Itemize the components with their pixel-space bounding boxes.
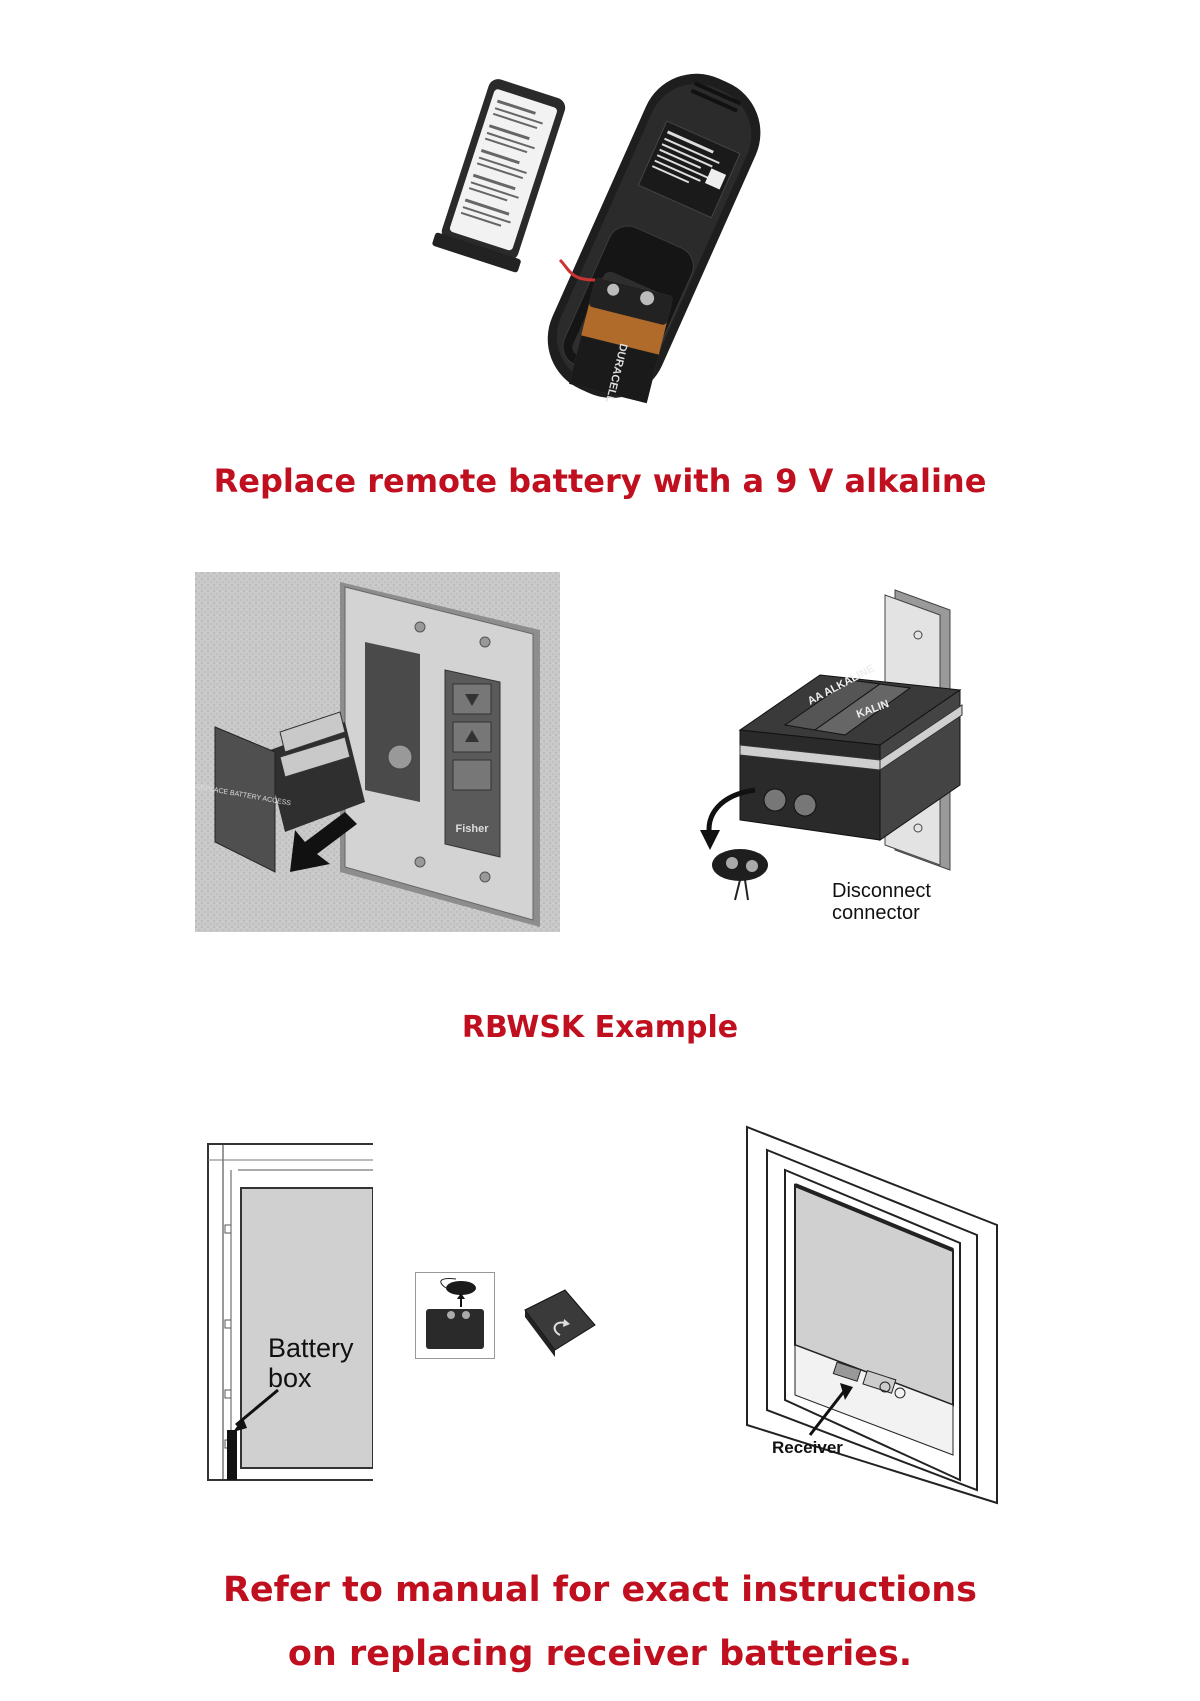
- battery-holder: AA ALKALINE KALIN: [738, 662, 963, 841]
- manual-caption-line1: Refer to manual for exact instructions: [222, 1570, 978, 1610]
- switch-button-mode: [452, 759, 492, 791]
- battery-connector: [712, 849, 768, 901]
- nine-volt-battery: DURACELL: [569, 277, 673, 404]
- battery-box-illustration: [203, 1140, 374, 1539]
- battery-box-label-line2: box: [268, 1363, 312, 1393]
- battery-access-door: REPLACE BATTERY ACCESS: [195, 726, 292, 873]
- disconnect-label-line1: Disconnect: [832, 880, 931, 902]
- disconnect-label-line2: connector: [832, 902, 920, 924]
- battery-box-detail-1: [415, 1272, 495, 1359]
- remote-battery-photo: DURACELL: [420, 55, 820, 425]
- wall-plate: Fisher: [340, 582, 540, 927]
- receiver-label: Receiver: [772, 1438, 843, 1457]
- switch-brand-text: Fisher: [455, 823, 489, 835]
- pull-arrow-icon: [290, 812, 357, 872]
- battery-door: [432, 79, 566, 273]
- rbwsk-caption: RBWSK Example: [461, 1010, 739, 1045]
- battery-holder-illustration: AA ALKALINE KALIN: [700, 580, 1030, 930]
- receiver-illustration: [745, 1125, 1000, 1505]
- manual-caption-line2: on replacing receiver batteries.: [287, 1634, 913, 1674]
- battery-drawer: [265, 711, 365, 832]
- wall-switch-illustration: Fisher REPLACE BATTERY ACCESS: [195, 572, 560, 932]
- disconnect-connector-label: Disconnect connector: [832, 880, 931, 924]
- remote-caption: Replace remote battery with a 9 V alkali…: [213, 462, 987, 500]
- manual-caption: Refer to manual for exact instructions o…: [0, 1558, 1200, 1686]
- battery-box-detail-2: [520, 1285, 600, 1360]
- receiver-unit: [832, 1361, 906, 1399]
- battery-box-label-line1: Battery: [268, 1333, 354, 1363]
- battery-box-label: Battery box: [268, 1333, 354, 1393]
